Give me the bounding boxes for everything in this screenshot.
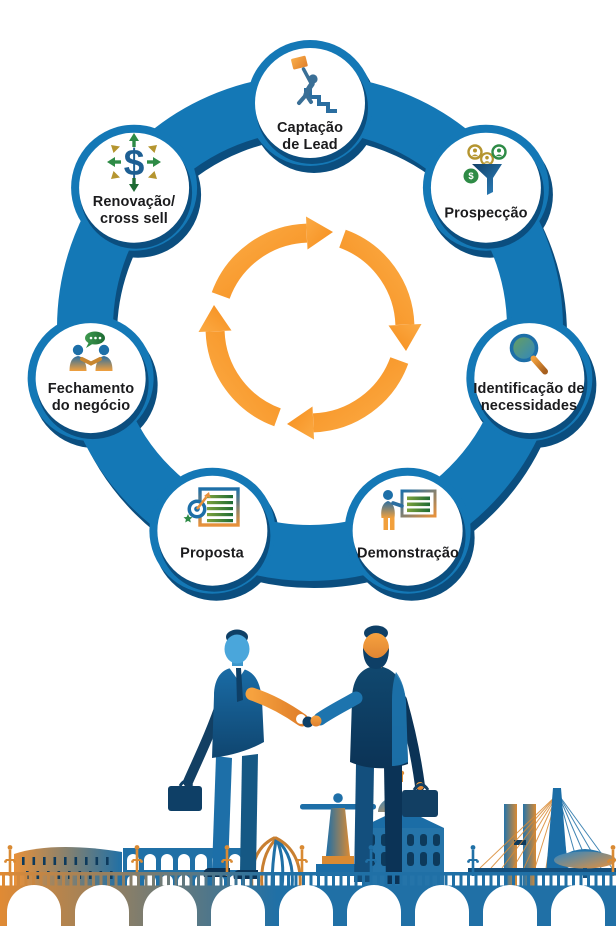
businessmen-handshake xyxy=(168,625,438,884)
cable-stayed-bridge xyxy=(468,788,616,875)
handshake-skyline-illustration xyxy=(0,625,616,926)
niteroi-museum xyxy=(554,849,616,878)
dollar-glyph: $ xyxy=(468,171,474,182)
businessman-right xyxy=(310,625,438,884)
cycle-ring xyxy=(27,40,597,601)
dollar-glyph: $ xyxy=(124,142,145,183)
proposal-target-icon xyxy=(183,487,240,527)
presentation-board-icon xyxy=(381,489,437,530)
magnifying-glass-icon xyxy=(509,333,548,375)
flag-stairs-icon xyxy=(291,55,337,113)
node-icons: $ xyxy=(69,55,548,530)
businessman-left xyxy=(168,629,314,879)
handshake-chat-icon xyxy=(69,331,113,371)
cycle-arrows-icon xyxy=(199,217,422,440)
sales-funnel-icon: $ xyxy=(463,144,507,195)
cathedral-spikes xyxy=(250,836,302,890)
planalto-building xyxy=(14,846,122,892)
viaduct-bridge xyxy=(0,845,616,926)
dollar-arrows-icon: $ xyxy=(107,133,161,192)
